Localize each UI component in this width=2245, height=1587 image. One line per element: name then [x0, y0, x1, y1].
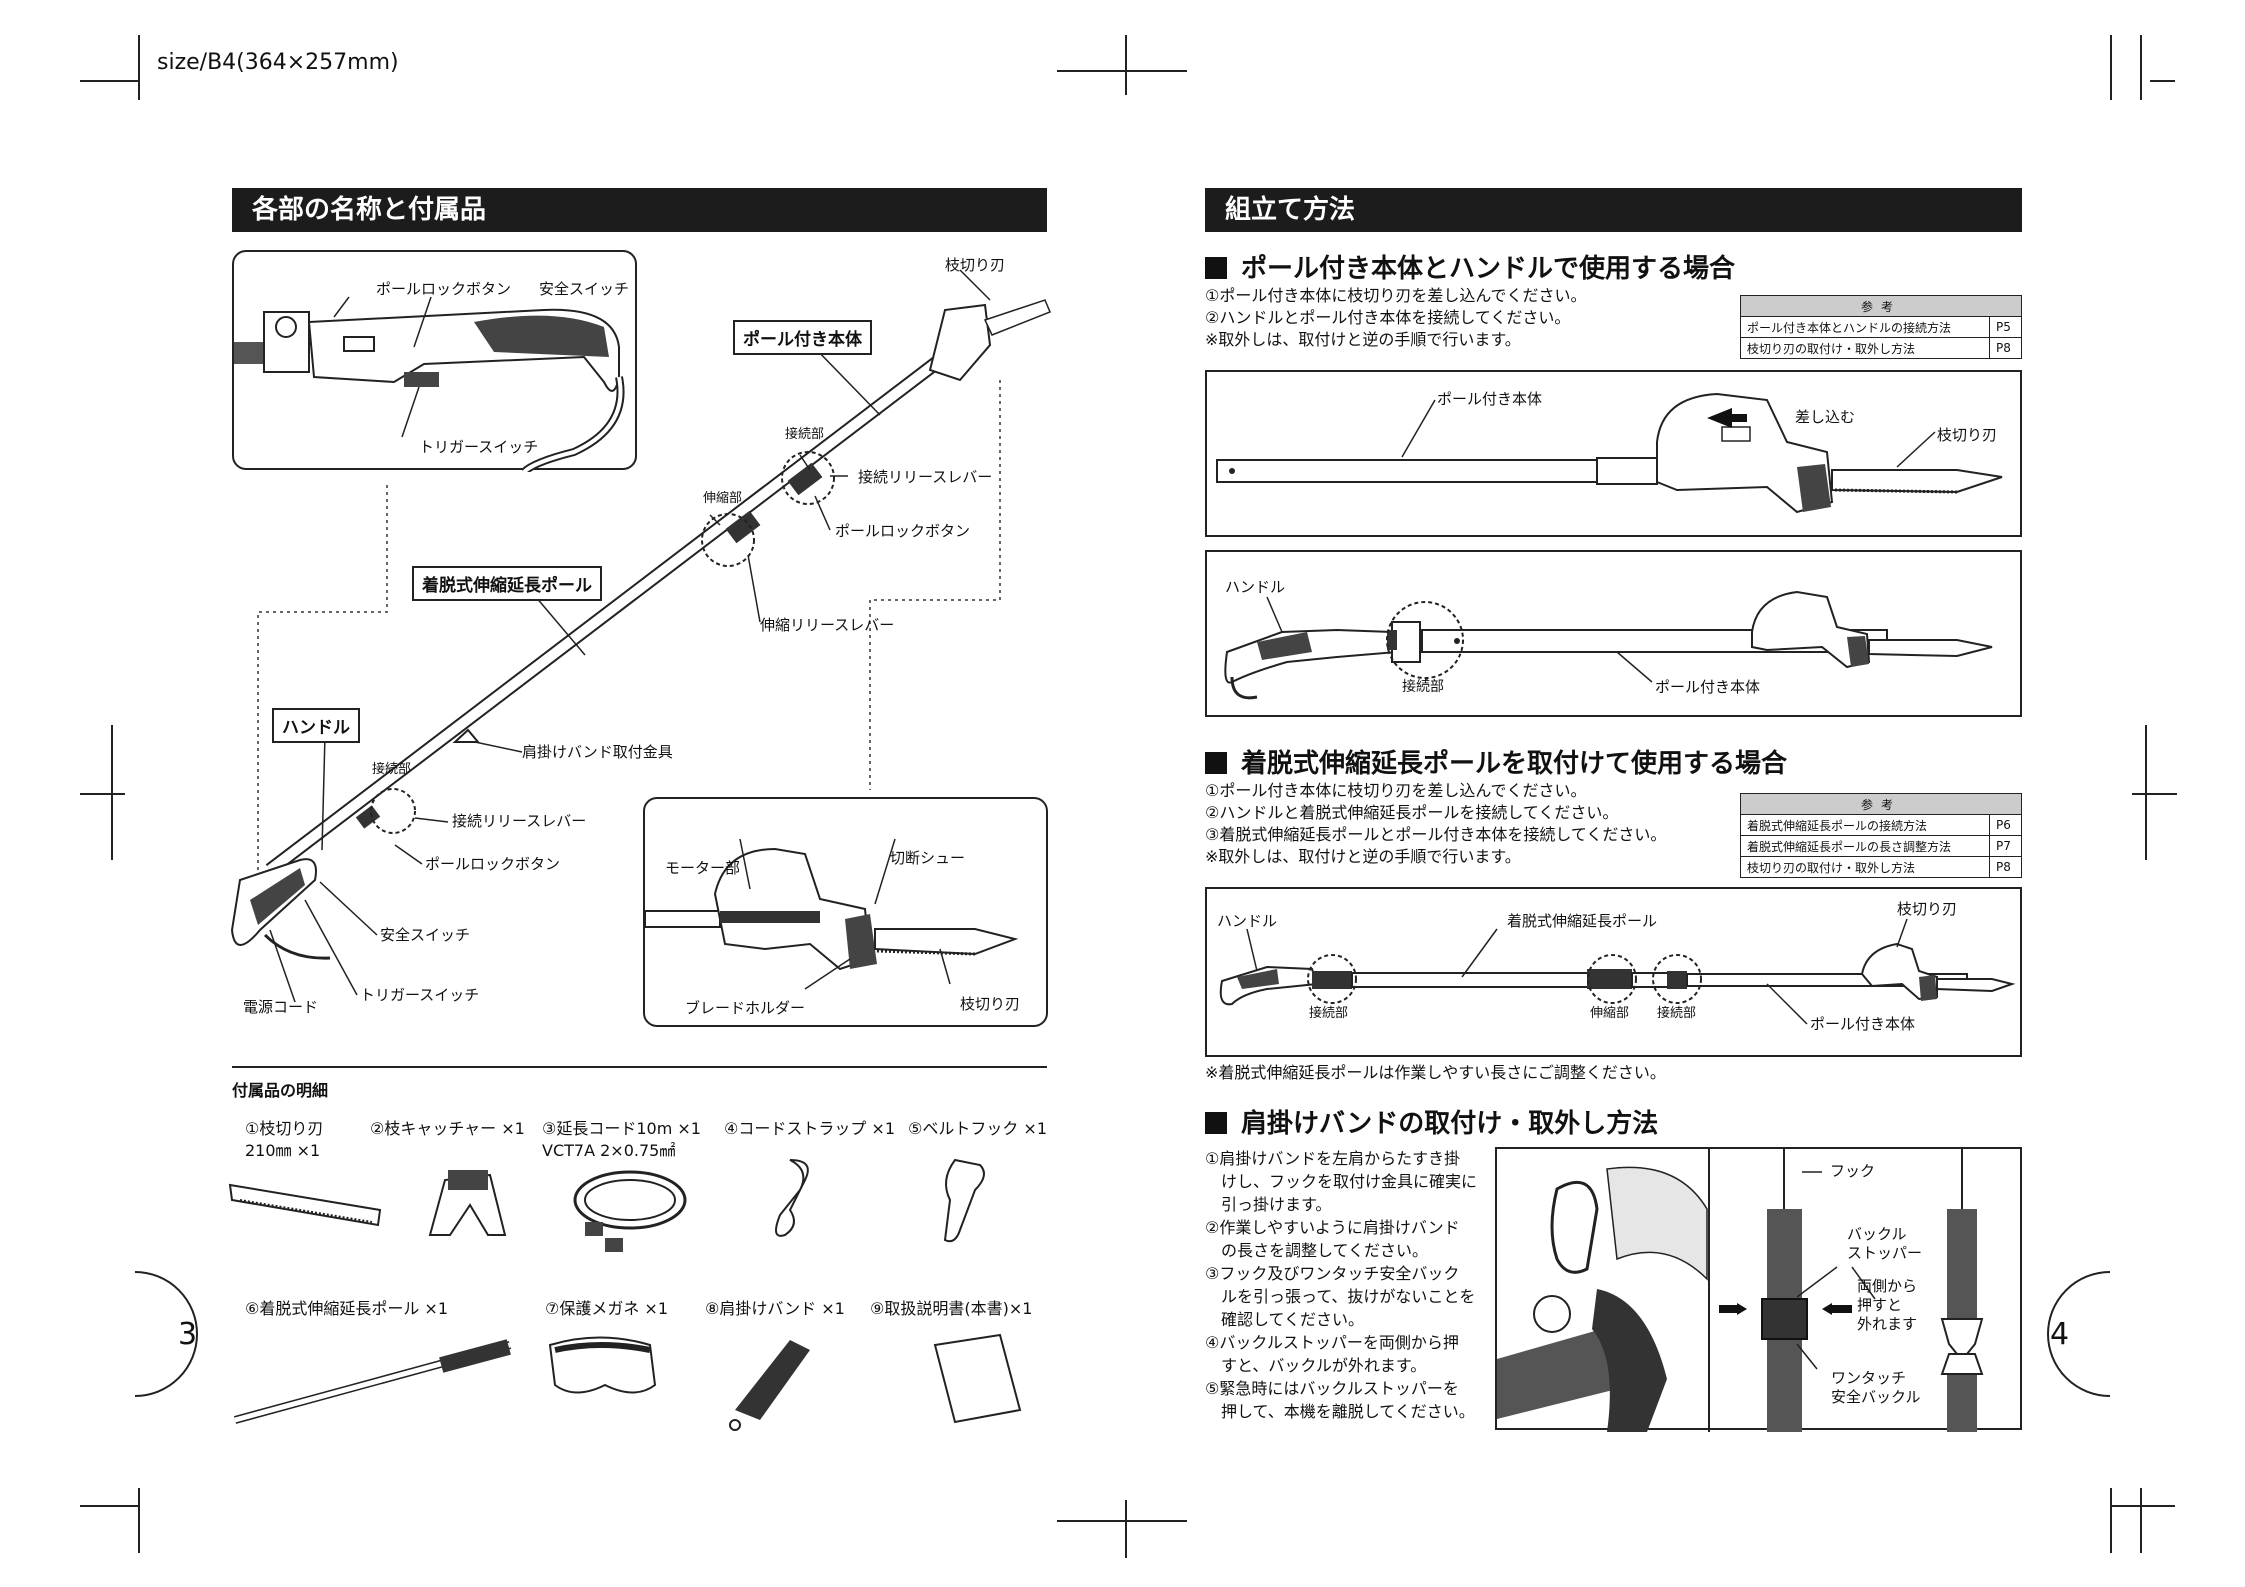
label-pole-lock-button: ポールロックボタン: [376, 280, 512, 298]
connect-handle-illustration: [1224, 590, 1993, 700]
steps-extension-pole: ①ポール付き本体に枝切り刃を差し込んでください。 ②ハンドルと着脱式伸縮延長ポー…: [1205, 781, 1667, 866]
accessory-shoulder-band: ⑧肩掛けバンド ×1: [705, 1299, 845, 1318]
accessory-safety-glasses: ⑦保護メガネ ×1: [545, 1299, 669, 1318]
steps-pole-body-handle: ①ポール付き本体に枝切り刃を差し込んでください。 ②ハンドルとポール付き本体を接…: [1205, 286, 1587, 349]
subheading-extension-pole: 着脱式伸縮延長ポールを取付けて使用する場合: [1205, 743, 1787, 780]
label-handle: ハンドル: [272, 708, 360, 743]
subheading-shoulder-band: 肩掛けバンドの取付け・取外し方法: [1205, 1103, 1658, 1140]
accessory-branch-catcher: ②枝キャッチャー ×1: [370, 1119, 525, 1138]
label-blade-top: 枝切り刃: [945, 256, 1006, 274]
label-pole-body: ポール付き本体: [733, 320, 872, 355]
figure-shoulder-band: フック バックルストッパー 両側から押すと外れます ワンタッチ安全バックル: [1495, 1147, 2022, 1432]
fig1-label-blade: 枝切り刃: [1937, 426, 1998, 444]
accessory-cord-strap: ④コードストラップ ×1: [724, 1119, 896, 1138]
fig4-label-one-touch-buckle: ワンタッチ安全バックル: [1831, 1369, 1921, 1406]
fig3-label-handle: ハンドル: [1217, 912, 1278, 930]
label-trigger-switch-low: トリガースイッチ: [360, 986, 480, 1004]
figure-extension-assembly: ハンドル 着脱式伸縮延長ポール 枝切り刃 接続部 伸縮部 接続部 ポール付き本体: [1205, 887, 2022, 1057]
fig3-label-pole-body: ポール付き本体: [1810, 1015, 1916, 1033]
handle-closeup-panel: ポールロックボタン 安全スイッチ トリガースイッチ: [232, 250, 637, 472]
motor-detail-illustration: [645, 838, 1019, 990]
fig1-label-pole-body: ポール付き本体: [1437, 390, 1543, 408]
label-cutting-shoe: 切断シュー: [890, 849, 966, 867]
label-pole-lock-button-low: ポールロックボタン: [425, 855, 561, 873]
steps-shoulder-band: ①肩掛けバンドを左肩からたすき掛 けし、フックを取付け金具に確実に 引っ掛けます…: [1205, 1149, 1478, 1421]
extension-note: ※着脱式伸縮延長ポールは作業しやすい長さにご調整ください。: [1205, 1063, 1666, 1082]
label-trigger-switch: トリガースイッチ: [419, 438, 539, 456]
label-connection-release-upper: 接続リリースレバー: [858, 468, 993, 486]
label-motor: モーター部: [665, 859, 741, 877]
label-connection-release-lower: 接続リリースレバー: [452, 812, 587, 830]
label-blade-holder: ブレードホルダー: [685, 999, 806, 1017]
label-shoulder-fitting: 肩掛けバンド取付金具: [522, 743, 673, 761]
extension-assembly-illustration: [1219, 918, 2016, 1025]
label-safety-switch: 安全スイッチ: [539, 280, 630, 298]
accessory-manual: ⑨取扱説明書(本書)×1: [870, 1299, 1033, 1318]
label-extension-pole: 着脱式伸縮延長ポール: [412, 566, 602, 601]
fig3-label-connection-a: 接続部: [1309, 1006, 1349, 1021]
label-telescopic-part: 伸縮部: [703, 491, 743, 506]
accessories-divider: [232, 1066, 1047, 1068]
accessories-title: 付属品の明細: [232, 1081, 329, 1100]
page-number-left: 3: [178, 1317, 198, 1352]
label-connection-lower: 接続部: [372, 762, 412, 777]
label-pole-lock-button-mid: ポールロックボタン: [835, 522, 971, 540]
page-number-right: 4: [2050, 1317, 2070, 1352]
fig2-label-connection: 接続部: [1402, 679, 1444, 695]
fig3-label-telescopic: 伸縮部: [1590, 1006, 1630, 1021]
label-power-cord: 電源コード: [243, 998, 319, 1016]
shoulder-band-illustration: [1497, 1149, 1984, 1432]
label-connection-upper: 接続部: [785, 427, 825, 442]
fig2-label-handle: ハンドル: [1225, 578, 1286, 596]
fig4-label-buckle-stopper: バックルストッパー: [1847, 1225, 1923, 1262]
fig1-label-insert: 差し込む: [1795, 408, 1856, 426]
insert-blade-illustration: [1216, 392, 2003, 514]
label-safety-switch-low: 安全スイッチ: [380, 926, 471, 944]
label-blade-detail: 枝切り刃: [960, 995, 1021, 1013]
figure-connect-handle: ハンドル 接続部 ポール付き本体: [1205, 550, 2022, 717]
fig3-label-blade: 枝切り刃: [1897, 900, 1958, 918]
label-telescopic-release: 伸縮リリースレバー: [760, 616, 895, 634]
left-section-title: 各部の名称と付属品: [232, 188, 1047, 232]
handle-closeup-illustration: [234, 296, 625, 472]
fig4-label-press-both-sides: 両側から押すと外れます: [1857, 1277, 1918, 1333]
right-section-title: 組立て方法: [1205, 188, 2022, 232]
fig3-label-connection-b: 接続部: [1657, 1006, 1697, 1021]
fig3-label-extension-pole: 着脱式伸縮延長ポール: [1507, 912, 1658, 930]
fig2-label-pole-body: ポール付き本体: [1655, 678, 1761, 696]
subheading-pole-body-handle: ポール付き本体とハンドルで使用する場合: [1205, 248, 1735, 285]
fig4-label-hook: フック: [1830, 1162, 1876, 1180]
motor-detail-panel: モーター部 切断シュー ブレードホルダー 枝切り刃: [643, 797, 1048, 1027]
figure-insert-blade: ポール付き本体 差し込む 枝切り刃: [1205, 370, 2022, 537]
accessory-belt-hook: ⑤ベルトフック ×1: [908, 1119, 1048, 1138]
accessory-extension-pole: ⑥着脱式伸縮延長ポール ×1: [245, 1299, 449, 1318]
size-label: size/B4(364×257mm): [157, 50, 399, 75]
